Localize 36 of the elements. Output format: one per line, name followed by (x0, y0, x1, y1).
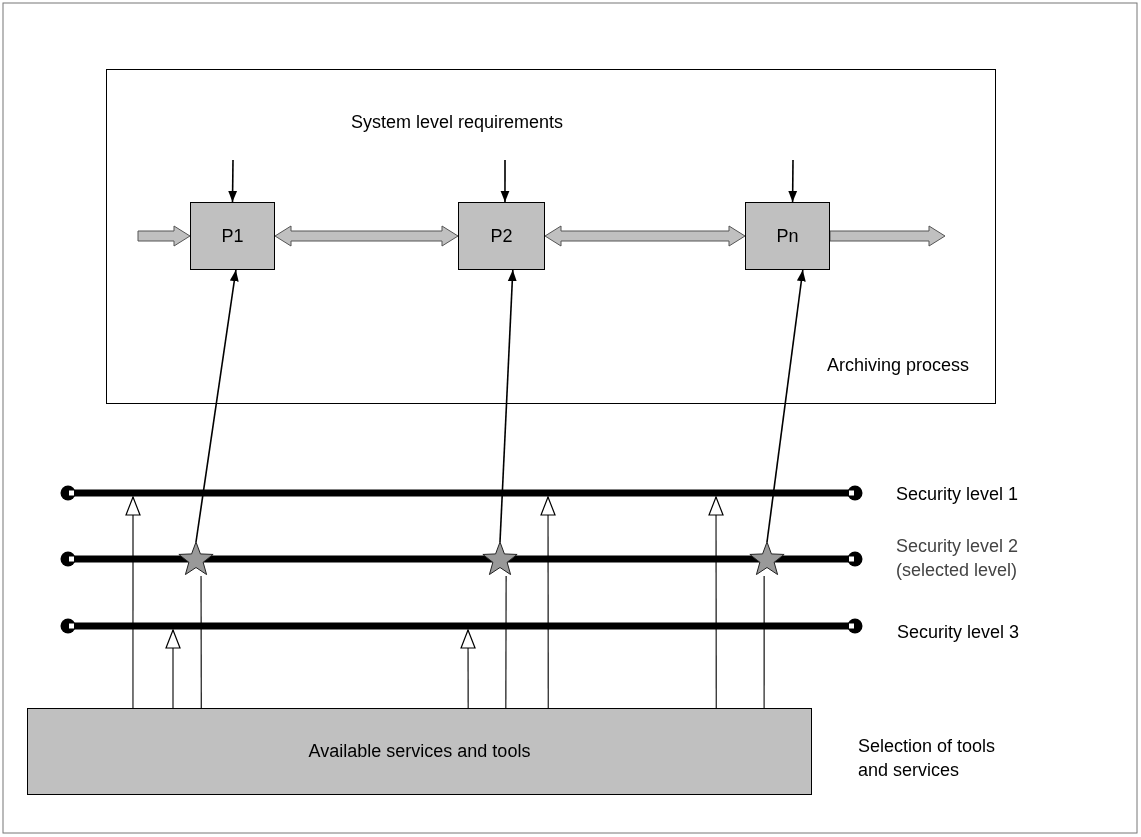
process-box (458, 202, 545, 270)
arrow (228, 159, 238, 203)
star-marker (749, 542, 785, 576)
arrow (499, 269, 517, 543)
process-box (27, 708, 812, 795)
connector-line (505, 575, 507, 709)
arrow (460, 629, 476, 709)
process-frame (106, 69, 996, 404)
arrow (195, 269, 239, 543)
box-label: Pn (776, 224, 799, 248)
process-box (190, 202, 275, 270)
process-box (745, 202, 830, 270)
block-arrow (137, 225, 191, 247)
arrow (540, 496, 556, 709)
arrow (165, 629, 181, 709)
side-label: Selection of tools and services (858, 735, 997, 783)
connector-line (200, 575, 202, 709)
level-label: Security level 3 (897, 621, 1021, 644)
box-label: P1 (221, 224, 244, 248)
arrow (766, 269, 806, 543)
frame-heading: System level requirements (349, 111, 565, 134)
level-label: Security level 1 (896, 483, 1020, 506)
star-marker (482, 542, 518, 576)
star-marker (178, 542, 214, 576)
box-label: Available services and tools (308, 740, 531, 764)
frame-label: Archiving process (827, 354, 971, 377)
arrow (500, 159, 510, 203)
arrow (708, 496, 724, 709)
connector-line (763, 575, 765, 709)
arrow (788, 159, 798, 203)
double-block-arrow (274, 225, 459, 247)
double-block-arrow (544, 225, 746, 247)
box-label: P2 (490, 224, 513, 248)
level-label: Security level 2 (selected level) (896, 535, 1020, 583)
block-arrow (829, 225, 946, 247)
arrow (125, 496, 141, 709)
